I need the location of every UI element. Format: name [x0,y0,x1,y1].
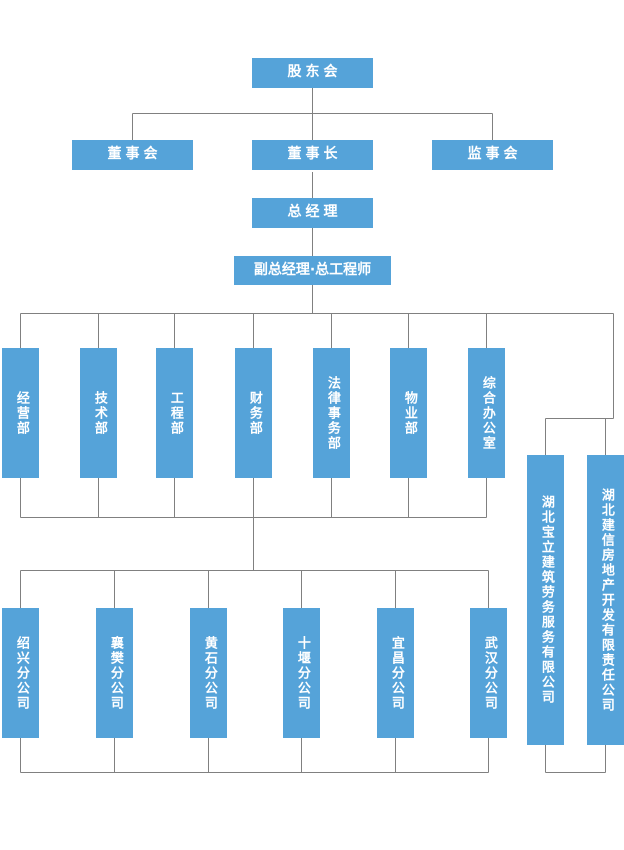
node-dept-operations-label: 经营部 [13,390,29,436]
node-dept-property-management[interactable]: 物业部 [390,348,427,478]
node-subsidiary-jianxin-real-estate[interactable]: 湖北建信房地产开发有限责任公司 [587,455,624,745]
node-subsidiary-baoli-labor-services-label: 湖北宝立建筑劳务服务有限公司 [538,495,554,705]
node-general-manager[interactable]: 总经理 [252,198,373,228]
node-dept-technology-label: 技术部 [91,390,107,436]
node-subsidiary-baoli-labor-services[interactable]: 湖北宝立建筑劳务服务有限公司 [527,455,564,745]
node-branch-wuhan[interactable]: 武汉分公司 [470,608,507,738]
node-dept-general-office-label: 综合办公室 [479,375,495,451]
node-branch-yichang[interactable]: 宜昌分公司 [377,608,414,738]
node-dept-finance-label: 财务部 [246,390,262,436]
node-deputy-general-manager[interactable]: 副总经理·总工程师 [234,256,391,285]
node-dept-operations[interactable]: 经营部 [2,348,39,478]
node-branch-huangshi-label: 黄石分公司 [201,635,217,711]
node-branch-xiangfan-label: 襄樊分公司 [107,635,123,711]
node-subsidiary-jianxin-real-estate-label: 湖北建信房地产开发有限责任公司 [598,487,614,713]
node-branch-shiyan-label: 十堰分公司 [294,635,310,711]
node-dept-engineering-label: 工程部 [167,390,183,436]
node-chairman-label: 董事长 [287,146,342,163]
node-board-of-directors-label: 董事会 [107,146,162,163]
node-shareholders[interactable]: 股东会 [252,58,373,88]
node-dept-finance[interactable]: 财务部 [235,348,272,478]
node-general-manager-label: 总经理 [287,204,342,221]
node-chairman[interactable]: 董事长 [252,140,373,170]
node-deputy-general-manager-label: 副总经理·总工程师 [253,261,372,278]
node-branch-shiyan[interactable]: 十堰分公司 [283,608,320,738]
node-dept-technology[interactable]: 技术部 [80,348,117,478]
node-branch-shaoxing[interactable]: 绍兴分公司 [2,608,39,738]
node-board-of-supervisors-label: 监事会 [467,146,522,163]
node-dept-legal-affairs[interactable]: 法律事务部 [313,348,350,478]
node-board-of-supervisors[interactable]: 监事会 [432,140,553,170]
node-shareholders-label: 股东会 [287,64,342,81]
node-board-of-directors[interactable]: 董事会 [72,140,193,170]
node-branch-shaoxing-label: 绍兴分公司 [13,635,29,711]
node-dept-general-office[interactable]: 综合办公室 [468,348,505,478]
node-branch-xiangfan[interactable]: 襄樊分公司 [96,608,133,738]
node-dept-property-management-label: 物业部 [401,390,417,436]
node-branch-yichang-label: 宜昌分公司 [388,635,404,711]
node-branch-wuhan-label: 武汉分公司 [481,635,497,711]
node-dept-engineering[interactable]: 工程部 [156,348,193,478]
node-dept-legal-affairs-label: 法律事务部 [324,375,340,451]
node-branch-huangshi[interactable]: 黄石分公司 [190,608,227,738]
